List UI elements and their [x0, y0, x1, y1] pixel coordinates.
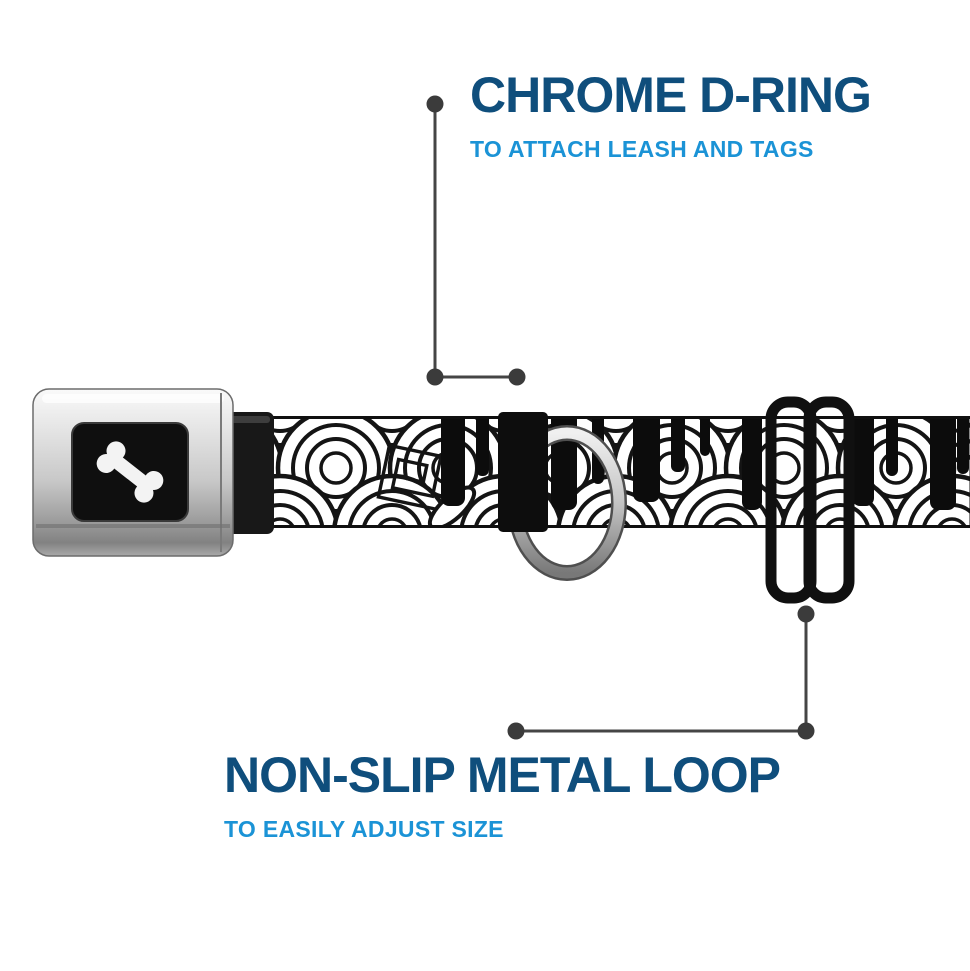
- loop-callout-dots: [507, 605, 815, 740]
- connector-highlight: [230, 416, 270, 423]
- loop-callout-subtitle: TO EASILY ADJUST SIZE: [224, 816, 504, 842]
- slider-loop: [765, 396, 855, 604]
- seatbelt-buckle: [32, 388, 234, 557]
- buckle-top-highlight: [42, 394, 224, 403]
- dring-callout-subtitle: TO ATTACH LEASH AND TAGS: [470, 136, 814, 162]
- dring-callout-title: CHROME D-RING: [470, 67, 872, 123]
- dog-bone-icon: [96, 441, 164, 503]
- dring-callout-line: [433, 104, 517, 379]
- loop-callout-line: [516, 614, 808, 733]
- loop-callout: NON-SLIP METAL LOOP TO EASILY ADJUST SIZ…: [224, 747, 781, 843]
- dring-callout-dots: [426, 95, 526, 386]
- dring-webbing-band: [498, 412, 548, 532]
- dring-callout: CHROME D-RING TO ATTACH LEASH AND TAGS: [470, 67, 872, 163]
- buckle-lower-seam: [36, 524, 230, 528]
- loop-callout-title: NON-SLIP METAL LOOP: [224, 747, 781, 803]
- buckle-strap-connector: [226, 412, 274, 534]
